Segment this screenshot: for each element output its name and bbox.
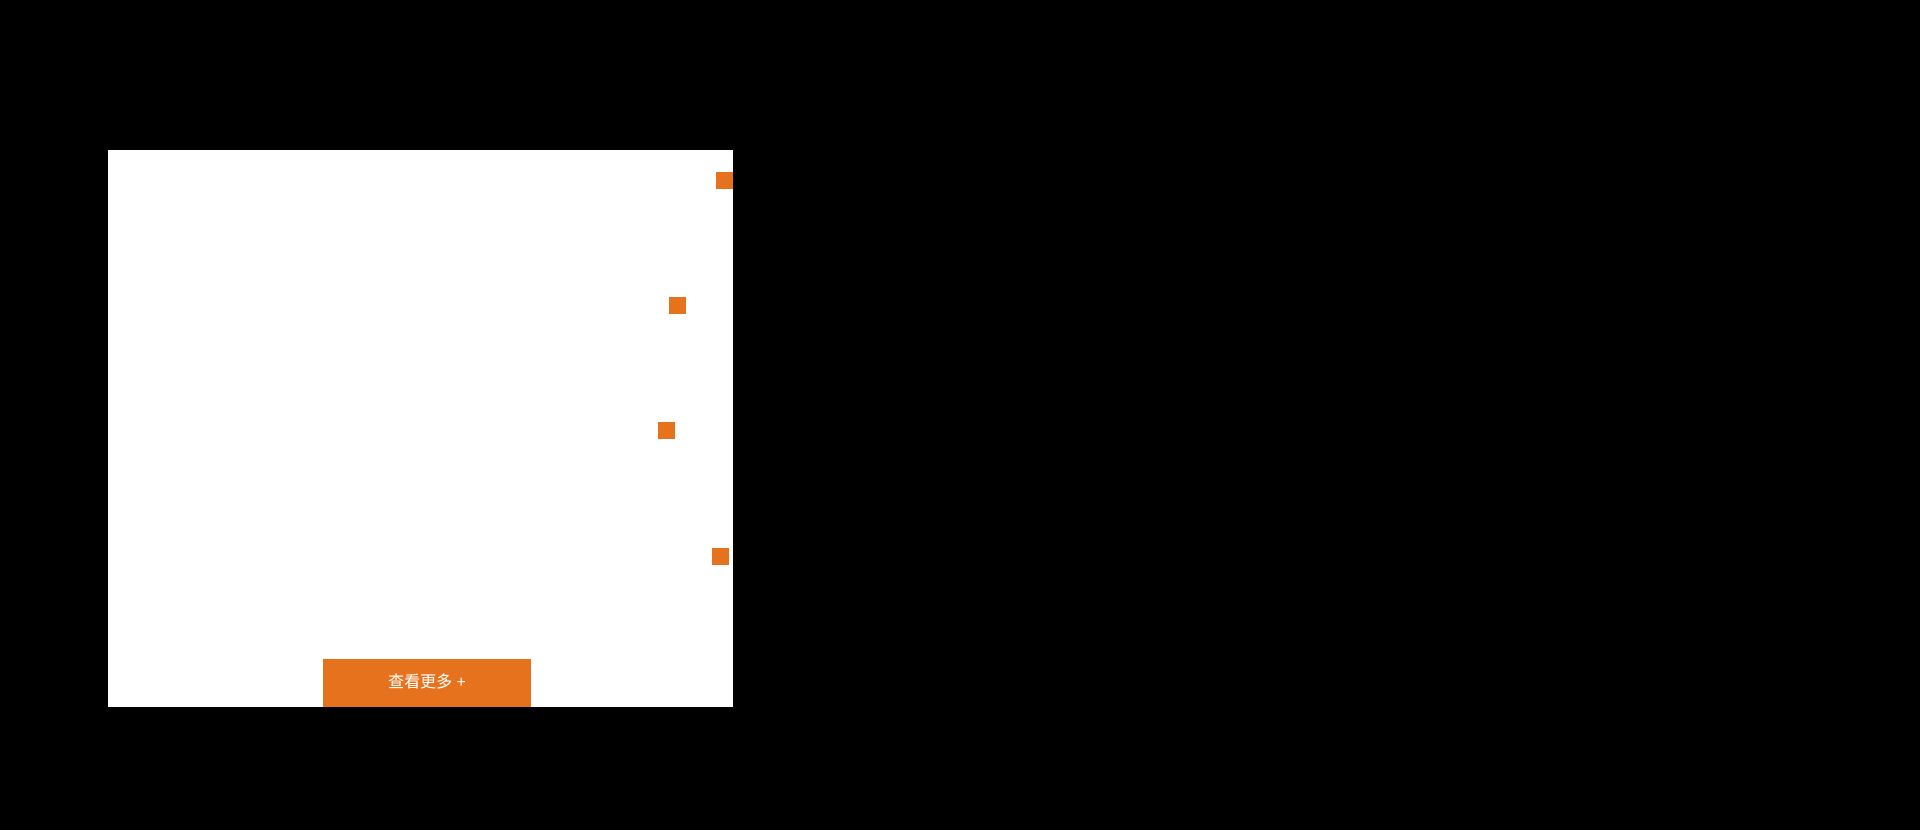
orange-square-icon — [669, 297, 686, 314]
content-panel: 查看更多 + — [108, 150, 733, 707]
orange-square-icon — [716, 172, 733, 189]
orange-square-icon — [658, 422, 675, 439]
view-more-button[interactable]: 查看更多 + — [323, 659, 531, 707]
orange-square-icon — [712, 548, 729, 565]
